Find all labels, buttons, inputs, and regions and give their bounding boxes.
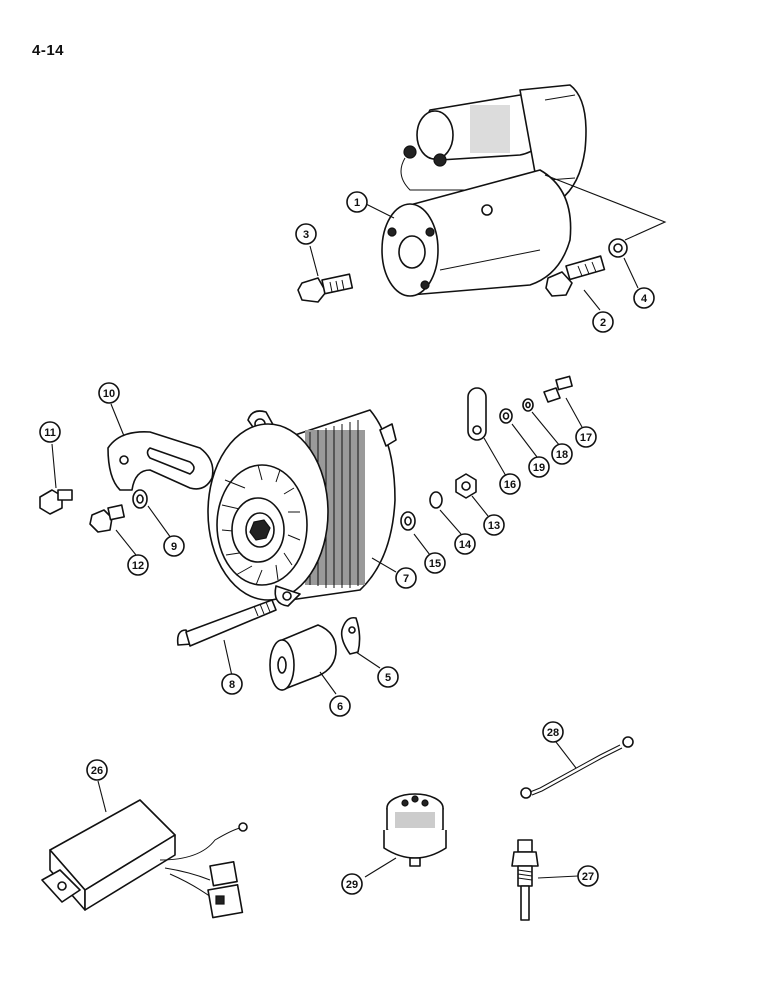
svg-text:27: 27 bbox=[582, 871, 594, 883]
callout-28: 28 bbox=[542, 721, 564, 743]
lock-washer-4 bbox=[608, 238, 628, 258]
link-strap-16 bbox=[467, 387, 487, 441]
callout-7: 7 bbox=[395, 567, 417, 589]
callout-15: 15 bbox=[424, 552, 446, 574]
callout-8: 8 bbox=[221, 673, 243, 695]
page-number: 4-14 bbox=[32, 42, 65, 59]
svg-text:26: 26 bbox=[91, 765, 103, 777]
svg-text:28: 28 bbox=[547, 727, 559, 739]
callout-5: 5 bbox=[377, 666, 399, 688]
svg-text:8: 8 bbox=[229, 679, 235, 691]
svg-text:11: 11 bbox=[44, 427, 56, 439]
svg-text:16: 16 bbox=[504, 479, 516, 491]
svg-text:1: 1 bbox=[354, 197, 360, 209]
nut-13 bbox=[455, 473, 477, 499]
washer-9 bbox=[132, 489, 148, 509]
washer-15 bbox=[400, 511, 416, 531]
svg-text:15: 15 bbox=[429, 558, 441, 570]
svg-text:18: 18 bbox=[556, 449, 568, 461]
svg-text:12: 12 bbox=[132, 560, 144, 572]
callout-19: 19 bbox=[528, 456, 550, 478]
callout-10: 10 bbox=[98, 382, 120, 404]
bolt-2 bbox=[545, 255, 606, 297]
svg-text:29: 29 bbox=[346, 879, 358, 891]
bolt-12 bbox=[89, 504, 125, 533]
bolt-11 bbox=[39, 489, 73, 515]
callout-1: 1 bbox=[346, 191, 368, 213]
callout-2: 2 bbox=[592, 311, 614, 333]
svg-text:2: 2 bbox=[600, 317, 606, 329]
control-module-26 bbox=[41, 799, 248, 919]
relay-29 bbox=[383, 793, 447, 867]
callout-13: 13 bbox=[483, 514, 505, 536]
washer-18 bbox=[522, 398, 534, 412]
callout-29: 29 bbox=[341, 873, 363, 895]
svg-text:4: 4 bbox=[641, 293, 648, 305]
callout-26: 26 bbox=[86, 759, 108, 781]
svg-text:10: 10 bbox=[103, 388, 115, 400]
ground-cable-28 bbox=[520, 736, 634, 799]
callout-3: 3 bbox=[295, 223, 317, 245]
svg-text:3: 3 bbox=[303, 229, 309, 241]
pivot-bolt-8 bbox=[176, 599, 277, 647]
svg-text:19: 19 bbox=[533, 462, 545, 474]
svg-text:14: 14 bbox=[459, 539, 472, 551]
callout-17: 17 bbox=[575, 426, 597, 448]
callout-27: 27 bbox=[577, 865, 599, 887]
lock-washer-14 bbox=[429, 491, 443, 509]
washer-19 bbox=[499, 408, 513, 424]
svg-text:6: 6 bbox=[337, 701, 343, 713]
glow-plug-27 bbox=[511, 839, 539, 921]
callout-16: 16 bbox=[499, 473, 521, 495]
terminal-lug-5 bbox=[340, 616, 361, 655]
callout-4: 4 bbox=[633, 287, 655, 309]
svg-text:7: 7 bbox=[403, 573, 409, 585]
svg-text:5: 5 bbox=[385, 672, 391, 684]
adjusting-strap-10 bbox=[107, 431, 214, 491]
leader-lines bbox=[51, 203, 639, 879]
callout-11: 11 bbox=[39, 421, 61, 443]
callout-9: 9 bbox=[163, 535, 185, 557]
svg-text:13: 13 bbox=[488, 520, 500, 532]
bolt-17 bbox=[543, 375, 573, 403]
starter-motor bbox=[381, 84, 667, 297]
callout-12: 12 bbox=[127, 554, 149, 576]
svg-text:9: 9 bbox=[171, 541, 177, 553]
callout-14: 14 bbox=[454, 533, 476, 555]
callout-18: 18 bbox=[551, 443, 573, 465]
spacer-6 bbox=[269, 624, 337, 691]
callout-6: 6 bbox=[329, 695, 351, 717]
bolt-3 bbox=[297, 273, 354, 303]
svg-text:17: 17 bbox=[580, 432, 592, 444]
alternator bbox=[207, 409, 397, 607]
